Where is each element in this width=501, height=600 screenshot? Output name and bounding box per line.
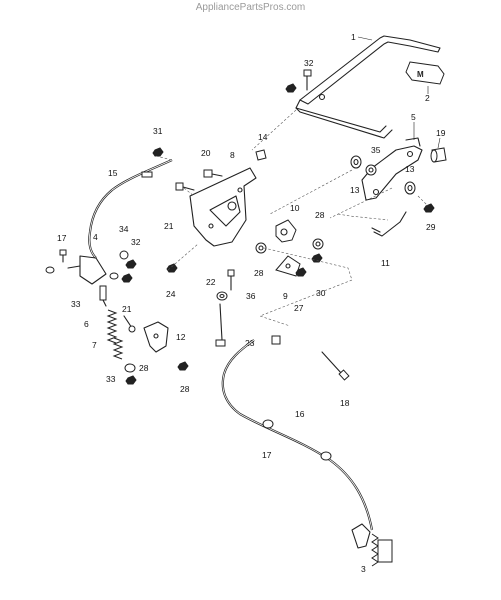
pivot-bracket-part[interactable] — [361, 137, 423, 201]
callout-32b: 30 — [316, 288, 326, 298]
nut-27-part[interactable] — [295, 267, 307, 277]
pedal-bolt-part[interactable] — [303, 69, 312, 91]
clip-part[interactable] — [255, 149, 267, 161]
callout-15: 15 — [108, 168, 118, 178]
cable-fitting-37-part[interactable] — [99, 285, 107, 307]
callout-10: 10 — [290, 203, 300, 213]
throttle-cable-15-part[interactable] — [88, 158, 173, 259]
spacer-part[interactable] — [365, 164, 377, 176]
main-bracket-part[interactable] — [189, 167, 257, 247]
washer-38-part[interactable] — [216, 291, 228, 301]
callout-36: 35 — [371, 145, 381, 155]
callout-9: 9 — [283, 291, 288, 301]
control-rod-part[interactable] — [371, 211, 407, 237]
callout-19: 18 — [340, 398, 350, 408]
link-plate-part[interactable] — [275, 219, 297, 243]
washer-28c-part[interactable] — [124, 363, 136, 373]
bracket-bolt-21-part[interactable] — [175, 182, 195, 191]
pedal-arm-part[interactable] — [295, 35, 441, 139]
pedal-decal-part[interactable]: M — [405, 61, 445, 85]
screw-22-part[interactable] — [123, 315, 136, 333]
callout-20: 20 — [201, 148, 211, 158]
callout-26: 24 — [166, 289, 176, 299]
washer-35-part[interactable] — [119, 250, 129, 260]
callout-37: 33 — [71, 299, 81, 309]
washer-28a-part[interactable] — [312, 238, 324, 250]
callout-23: 19 — [436, 128, 446, 138]
washer-28b-part[interactable] — [255, 242, 267, 254]
nut-32a-part[interactable] — [423, 203, 435, 213]
long-bolt-25-part[interactable] — [215, 303, 226, 347]
nut-31-part[interactable] — [177, 361, 189, 371]
callout-8: 8 — [230, 150, 235, 160]
spring-7-part[interactable] — [112, 337, 124, 360]
callout-6: 6 — [84, 319, 89, 329]
callout-17: 17 — [262, 450, 272, 460]
nut-26-part[interactable] — [166, 263, 178, 273]
callout-5: 5 — [411, 112, 416, 122]
nut-34-part[interactable] — [125, 375, 137, 385]
bracket-hardware-part[interactable] — [45, 266, 133, 283]
washer-13b-part[interactable] — [404, 181, 416, 195]
nut-29-part[interactable] — [152, 147, 164, 157]
pedal-nut-part[interactable] — [285, 83, 297, 93]
pin-24-part[interactable] — [227, 269, 235, 291]
callout-34: 33 — [106, 374, 116, 384]
nut-33-part[interactable] — [125, 259, 137, 269]
bracket-12-part[interactable] — [143, 321, 169, 353]
callout-11: 11 — [381, 258, 390, 268]
spring-3-part[interactable] — [351, 523, 393, 567]
callout-7: 7 — [92, 340, 97, 350]
throttle-cable-16-part[interactable] — [221, 335, 374, 531]
decal-text: M — [417, 70, 424, 79]
callout-22: 21 — [122, 304, 132, 314]
callout-28b: 28 — [254, 268, 264, 278]
callout-30: 32 — [304, 58, 314, 68]
callout-13b: 13 — [405, 164, 415, 174]
callout-32a: 29 — [426, 222, 436, 232]
pin-19-part[interactable] — [321, 351, 350, 381]
callout-4: 4 — [93, 232, 98, 242]
callout-38: 36 — [246, 291, 256, 301]
callout-18: 17 — [57, 233, 67, 243]
cable-bracket-4-part[interactable] — [67, 255, 107, 285]
callout-2: 2 — [425, 93, 430, 103]
bracket-bolt-20-part[interactable] — [203, 169, 223, 178]
callout-12: 12 — [176, 332, 186, 342]
site-watermark: AppliancePartsPros.com — [195, 2, 306, 13]
callout-33: 32 — [131, 237, 141, 247]
callout-29: 31 — [153, 126, 163, 136]
spring-6-part[interactable] — [106, 309, 118, 344]
callout-28a: 28 — [315, 210, 325, 220]
callout-24: 22 — [206, 277, 216, 287]
callout-31: 28 — [180, 384, 190, 394]
callout-1: 1 — [351, 32, 356, 42]
washer-13a-part[interactable] — [350, 155, 362, 169]
callout-13a: 13 — [350, 185, 360, 195]
bellcrank-part[interactable] — [275, 255, 301, 277]
callout-14: 14 — [258, 132, 268, 142]
callout-28c: 28 — [139, 363, 149, 373]
callout-21: 21 — [164, 221, 174, 231]
screw-18-part[interactable] — [59, 249, 67, 263]
knob-part[interactable] — [430, 147, 447, 163]
callout-35: 34 — [119, 224, 129, 234]
callout-16: 16 — [295, 409, 305, 419]
callout-3: 3 — [361, 564, 366, 574]
callout-27: 27 — [294, 303, 304, 313]
